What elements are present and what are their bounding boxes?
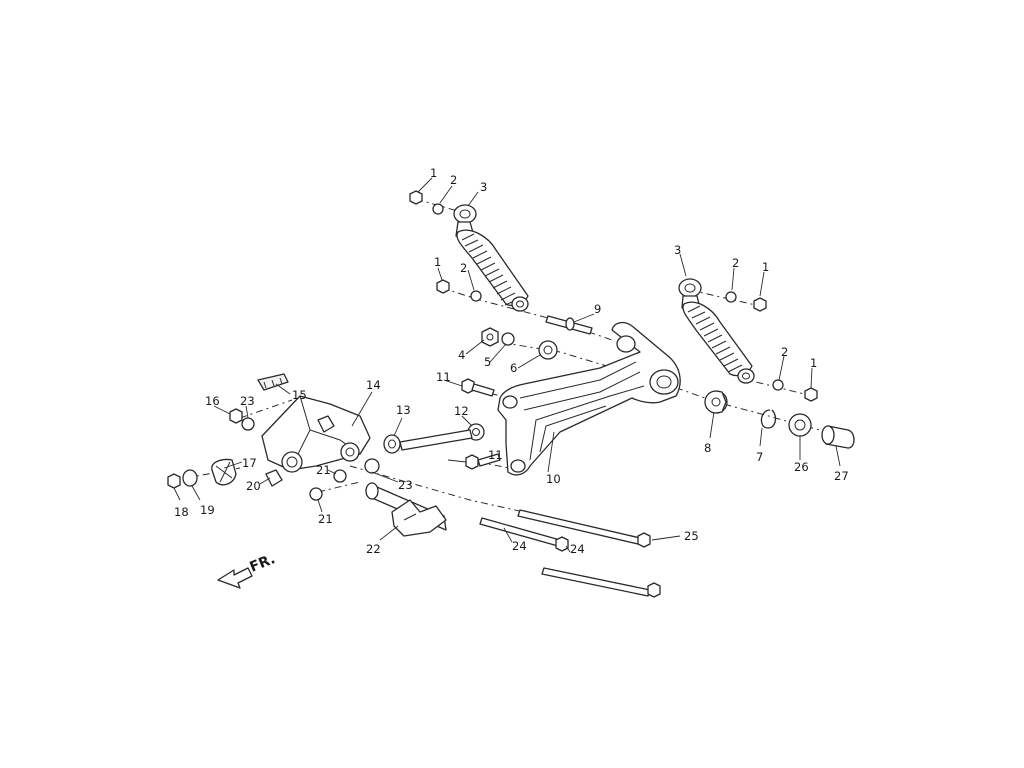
callout-1: 1 [434,255,441,269]
pivot-hardware [481,327,558,360]
washers-21 [309,458,380,501]
callout-2: 2 [732,256,739,270]
swing-arm [497,321,681,476]
shock-absorber-left [453,204,529,312]
callout-21: 21 [316,463,331,477]
callout-15: 15 [292,388,307,402]
callout-22: 22 [366,542,381,556]
swing-arm-bolts [461,378,501,470]
callout-9: 9 [594,302,601,316]
callout-25: 25 [684,529,699,543]
link-bracket [365,482,447,537]
long-bolts [479,509,661,598]
callout-24: 24 [570,542,585,556]
callout-24: 24 [512,539,527,553]
callout-11: 11 [488,448,503,462]
callout-7: 7 [756,450,763,464]
callout-11: 11 [436,370,451,384]
callout-12: 12 [454,404,469,418]
pivot-bushing-set [704,390,855,449]
callout-1: 1 [810,356,817,370]
bracket-nut-and-washer [229,408,255,431]
callout-1: 1 [762,260,769,274]
callout-17: 17 [242,456,257,470]
callout-3: 3 [480,180,487,194]
leader-lines [173,177,841,553]
callout-5: 5 [484,355,491,369]
callout-26: 26 [794,460,809,474]
callout-13: 13 [396,403,411,417]
rubber-mount-assembly [167,458,283,489]
frame-bracket [261,395,371,473]
callout-23: 23 [240,394,255,408]
callout-8: 8 [704,441,711,455]
shock-nuts-and-washers [409,190,818,402]
callout-27: 27 [834,469,849,483]
front-direction-arrow-icon [217,567,253,589]
callout-2: 2 [450,173,457,187]
callout-18: 18 [174,505,189,519]
callout-10: 10 [546,472,561,486]
callout-2: 2 [781,345,788,359]
callout-1: 1 [430,166,437,180]
callout-4: 4 [458,348,465,362]
frame-bushing-and-bolt [383,429,473,454]
callout-14: 14 [366,378,381,392]
callout-21: 21 [318,512,333,526]
shock-absorber-right [678,278,755,384]
callout-3: 3 [674,243,681,257]
callout-numbers: 1 2 3 1 2 9 3 2 1 2 1 4 5 6 11 11 12 13 … [174,166,849,556]
callout-2: 2 [460,261,467,275]
shock-bolt [545,315,593,335]
clip [257,373,289,391]
callout-20: 20 [246,479,261,493]
callout-19: 19 [200,503,215,517]
front-direction-label: FR. [248,551,278,576]
callout-6: 6 [510,361,517,375]
callout-16: 16 [205,394,220,408]
callout-23: 23 [398,478,413,492]
